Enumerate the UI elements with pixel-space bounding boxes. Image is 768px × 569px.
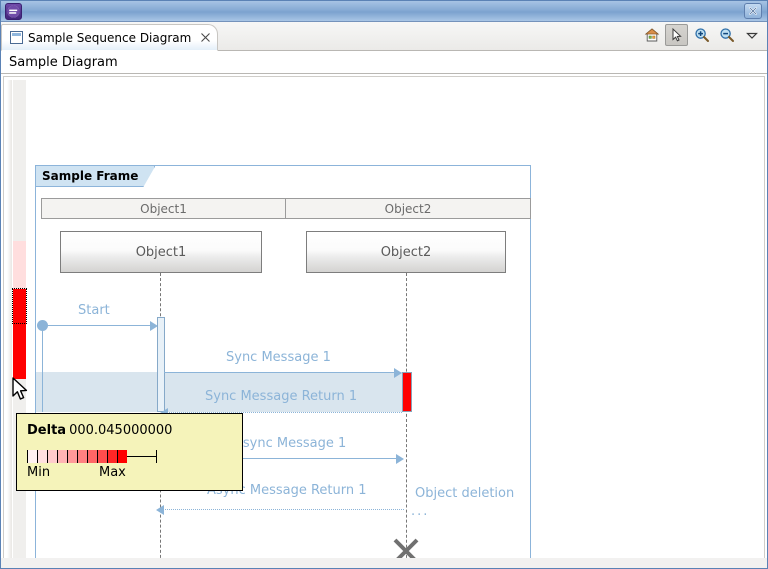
message-label-sync-1[interactable]: Sync Message 1 xyxy=(226,350,331,365)
tooltip-gradient-scale xyxy=(27,450,232,463)
gradient-segment xyxy=(117,450,127,463)
gradient-segment xyxy=(107,450,117,463)
message-label-start[interactable]: Start xyxy=(78,303,110,318)
object-header-2[interactable]: Object2 xyxy=(285,198,531,219)
sequence-diagram-frame: Sample Frame Object1 Object2 Object1 Obj… xyxy=(35,165,531,568)
zoom-out-icon[interactable] xyxy=(715,24,738,46)
gradient-segment xyxy=(87,450,97,463)
object-header-1[interactable]: Object1 xyxy=(41,198,286,219)
diagram-canvas-area: Sample Frame Object1 Object2 Object1 Obj… xyxy=(1,74,767,568)
tooltip-text-row: Delta 000.045000000 xyxy=(27,423,232,438)
object-deletion-label[interactable]: Object deletion xyxy=(415,486,514,501)
gradient-segment xyxy=(97,450,107,463)
tooltip-value: 000.045000000 xyxy=(69,423,172,438)
tooltip-key: Delta xyxy=(27,423,66,438)
object-deletion-ellipsis: ... xyxy=(411,504,429,519)
window-bottom-filler xyxy=(1,558,767,568)
message-line-async-return-1[interactable] xyxy=(160,509,404,510)
message-line-sync-1[interactable] xyxy=(164,372,396,373)
ruler-edge xyxy=(7,80,12,568)
diagram-canvas[interactable]: Sample Frame Object1 Object2 Object1 Obj… xyxy=(3,76,765,566)
tab-sample-sequence-diagram[interactable]: Sample Sequence Diagram xyxy=(1,24,218,51)
message-arrow-async-1 xyxy=(396,454,404,464)
gradient-segment xyxy=(77,450,87,463)
diagram-file-icon xyxy=(10,31,23,44)
gradient-segment xyxy=(47,450,57,463)
diagram-toolbar xyxy=(640,24,763,46)
lifeline-line-object2 xyxy=(406,273,407,568)
ruler-selected-segment[interactable] xyxy=(12,288,27,324)
ruler-segment-light[interactable] xyxy=(13,241,26,289)
delta-tooltip: Delta 000.045000000 Min xyxy=(16,413,243,491)
found-message-vertical xyxy=(42,326,43,412)
lifeline-head-object2[interactable]: Object2 xyxy=(306,231,506,273)
gradient-segment xyxy=(57,450,67,463)
page-title: Sample Diagram xyxy=(9,55,118,70)
gradient-segment xyxy=(37,450,47,463)
diagram-header-strip: Sample Diagram xyxy=(1,51,767,74)
lifeline-head-object1[interactable]: Object1 xyxy=(60,231,262,273)
eclipse-logo-icon xyxy=(5,3,22,20)
message-arrow-sync-1 xyxy=(394,368,402,378)
gradient-end-cap xyxy=(127,450,157,463)
message-line-start[interactable] xyxy=(42,325,154,326)
message-label-async-1[interactable]: Async Message 1 xyxy=(234,436,346,451)
time-density-ruler[interactable] xyxy=(7,80,26,568)
tab-close-icon[interactable] xyxy=(199,32,211,44)
editor-tabbar: Sample Sequence Diagram xyxy=(1,22,767,51)
tooltip-max-label: Max xyxy=(99,465,126,480)
activation-bar-object2-hot[interactable] xyxy=(402,372,412,412)
zoom-in-icon[interactable] xyxy=(690,24,713,46)
tab-label: Sample Sequence Diagram xyxy=(28,31,191,45)
home-icon[interactable] xyxy=(640,24,663,46)
tooltip-scale-labels: Min Max xyxy=(27,465,232,480)
frame-label: Sample Frame xyxy=(36,166,155,187)
tooltip-min-label: Min xyxy=(27,465,99,480)
message-label-sync-return-1[interactable]: Sync Message Return 1 xyxy=(205,389,357,404)
activation-bar-object1[interactable] xyxy=(157,317,165,412)
message-arrow-async-return-1 xyxy=(156,505,164,515)
mouse-cursor xyxy=(12,377,30,407)
window-close-button[interactable] xyxy=(744,3,762,19)
gradient-segment xyxy=(67,450,77,463)
select-cursor-icon[interactable] xyxy=(665,24,688,46)
window-titlebar xyxy=(1,1,767,22)
gradient-segment xyxy=(27,450,37,463)
chevron-down-icon[interactable] xyxy=(740,24,763,46)
